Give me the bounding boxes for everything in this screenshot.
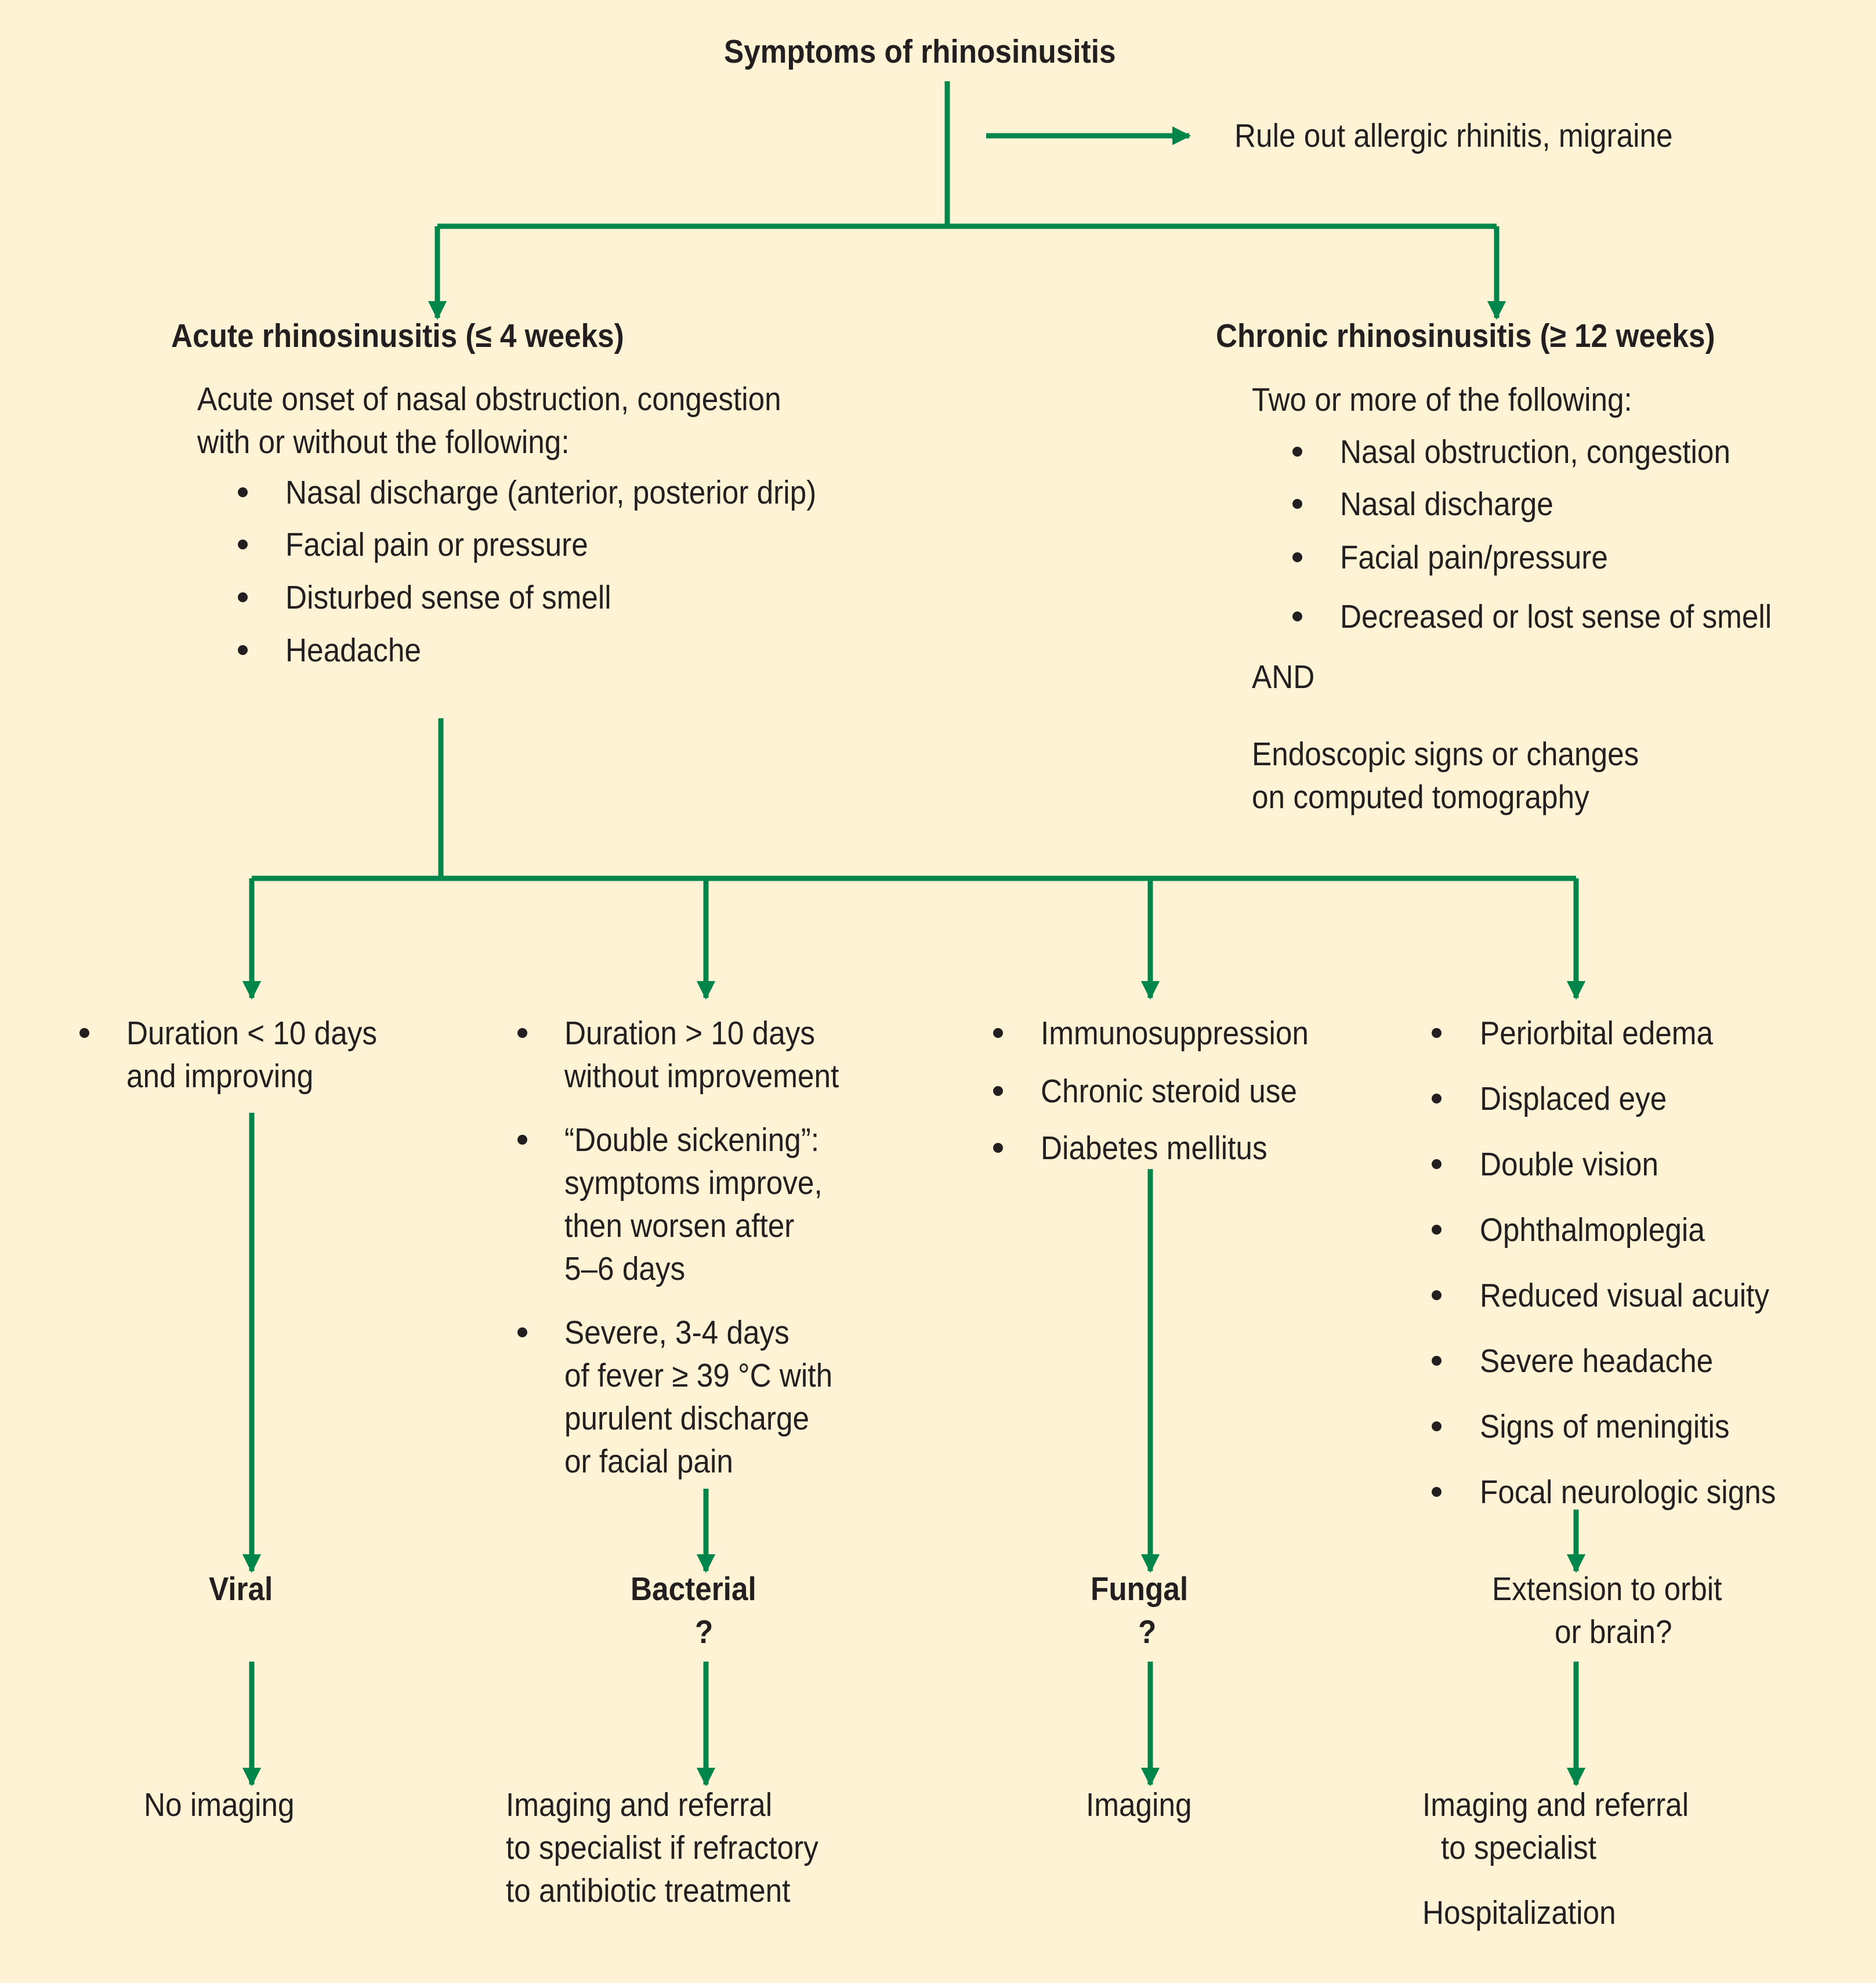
chronic-symptom-item: Nasal obstruction, congestion [1340, 433, 1730, 471]
fungal-criterion-item: Chronic steroid use [1041, 1073, 1297, 1110]
bullet-dot [1292, 447, 1302, 457]
bacterial-criterion-item: without improvement [564, 1058, 839, 1095]
acute-symptom-item: Headache [285, 632, 421, 669]
chronic-and: AND [1252, 658, 1315, 696]
viral-outcome: No imaging [144, 1786, 295, 1823]
extension-label-line-1: Extension to orbit [1492, 1571, 1722, 1608]
bullet-dot [993, 1028, 1003, 1038]
bullet-dot [238, 540, 248, 549]
bullet-dot [238, 645, 248, 655]
bullet-dot [993, 1143, 1003, 1153]
chronic-intro: Two or more of the following: [1252, 381, 1632, 418]
bacterial-outcome-line-3: to antibiotic treatment [506, 1872, 791, 1909]
bullet-dot [1432, 1225, 1442, 1235]
extension-outcome-line-1: Imaging and referral [1422, 1786, 1689, 1823]
fungal-outcome: Imaging [1086, 1786, 1192, 1823]
bullet-dot [1292, 499, 1302, 509]
extension-criterion-item: Severe headache [1480, 1342, 1714, 1380]
extension-criterion-item: Displaced eye [1480, 1080, 1667, 1117]
bullet-dot [1432, 1094, 1442, 1103]
chronic-extra-line-2: on computed tomography [1252, 779, 1589, 816]
fungal-criterion-item: Immunosuppression [1041, 1015, 1309, 1052]
bullet-dot [993, 1086, 1003, 1096]
extension-criterion-item: Reduced visual acuity [1480, 1277, 1770, 1314]
bacterial-criterion-item: “Double sickening”: [564, 1121, 820, 1159]
extension-outcome-hospitalization: Hospitalization [1422, 1894, 1616, 1931]
bullet-dot [1432, 1487, 1442, 1497]
acute-intro-line-1: Acute onset of nasal obstruction, conges… [197, 381, 781, 418]
chronic-symptom-item: Facial pain/pressure [1340, 539, 1608, 576]
bacterial-criterion-item: purulent discharge [564, 1400, 810, 1437]
bullet-dot [517, 1135, 527, 1145]
bacterial-criterion-item: Duration > 10 days [564, 1015, 816, 1052]
bullet-dot [1292, 552, 1302, 562]
bullet-dot [79, 1028, 89, 1038]
bacterial-label-question: ? [695, 1613, 714, 1651]
bacterial-outcome-line-1: Imaging and referral [506, 1786, 773, 1823]
bacterial-outcome-line-2: to specialist if refractory [506, 1829, 819, 1866]
extension-outcome-line-2: to specialist [1441, 1829, 1597, 1866]
extension-criterion-item: Periorbital edema [1480, 1015, 1714, 1052]
extension-criterion-item: Double vision [1480, 1146, 1658, 1183]
acute-symptom-item: Facial pain or pressure [285, 526, 588, 563]
viral-criterion-item: and improving [126, 1058, 314, 1095]
bacterial-label: Bacterial [631, 1571, 756, 1608]
bullet-dot [517, 1327, 527, 1337]
bullet-dot [1432, 1290, 1442, 1300]
fungal-label: Fungal [1091, 1571, 1189, 1608]
acute-symptom-item: Disturbed sense of smell [285, 579, 611, 616]
chronic-symptom-item: Decreased or lost sense of smell [1340, 598, 1772, 635]
fungal-label-question: ? [1138, 1613, 1157, 1651]
diagram-title: Symptoms of rhinosinusitis [724, 33, 1116, 70]
bullet-dot [1292, 611, 1302, 621]
bullet-dot [1432, 1356, 1442, 1366]
acute-symptom-item: Nasal discharge (anterior, posterior dri… [285, 474, 817, 511]
viral-label: Viral [209, 1571, 273, 1608]
bullet-dot [1432, 1028, 1442, 1038]
rule-out-text: Rule out allergic rhinitis, migraine [1234, 117, 1673, 154]
bullet-dot [1432, 1159, 1442, 1169]
viral-criterion-item: Duration < 10 days [126, 1015, 378, 1052]
fungal-criterion-item: Diabetes mellitus [1041, 1130, 1267, 1167]
chronic-extra-line-1: Endoscopic signs or changes [1252, 736, 1639, 773]
extension-label-line-2: or brain? [1555, 1613, 1672, 1651]
bullet-dot [1432, 1421, 1442, 1431]
acute-heading: Acute rhinosinusitis (≤ 4 weeks) [171, 317, 624, 354]
bacterial-criterion-item: then worsen after [564, 1207, 795, 1244]
extension-criterion-item: Focal neurologic signs [1480, 1474, 1776, 1511]
bacterial-criterion-item: Severe, 3-4 days [564, 1314, 789, 1351]
bullet-dot [238, 592, 248, 602]
bullet-dot [238, 487, 248, 497]
bullet-dot [517, 1028, 527, 1038]
chronic-symptom-item: Nasal discharge [1340, 486, 1553, 523]
extension-criterion-item: Ophthalmoplegia [1480, 1211, 1705, 1249]
acute-intro-line-2: with or without the following: [197, 424, 570, 461]
extension-criterion-item: Signs of meningitis [1480, 1408, 1730, 1445]
bacterial-criterion-item: 5–6 days [564, 1250, 686, 1287]
bacterial-criterion-item: symptoms improve, [564, 1164, 823, 1202]
chronic-heading: Chronic rhinosinusitis (≥ 12 weeks) [1216, 317, 1715, 354]
bacterial-criterion-item: of fever ≥ 39 °C with [564, 1357, 833, 1394]
bacterial-criterion-item: or facial pain [564, 1443, 733, 1480]
